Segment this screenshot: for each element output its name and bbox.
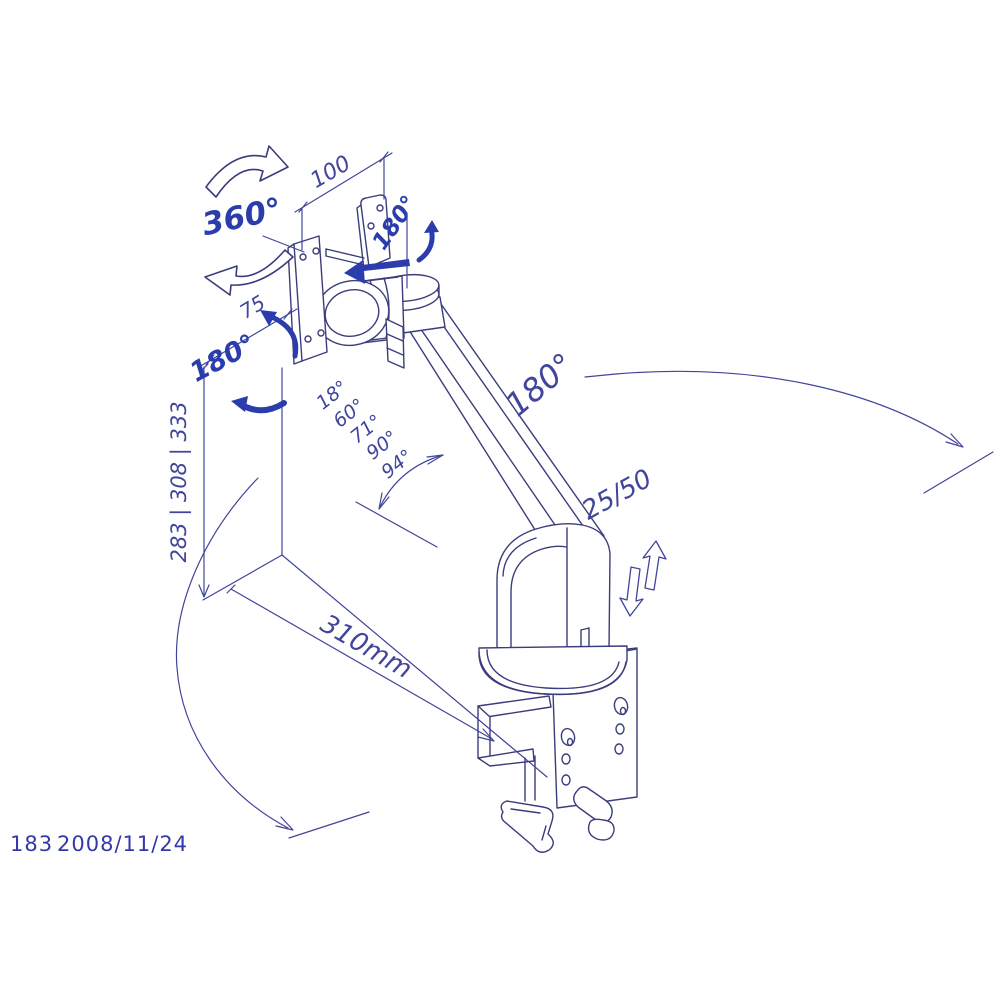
label-mount-heights: 283 | 308 | 333 xyxy=(167,401,192,562)
dim-arm-reach: 310mm xyxy=(226,584,495,742)
rotate-ccw-arrow-icon xyxy=(204,249,294,296)
up-arrow-icon xyxy=(642,540,667,591)
dim-arm-angles: 18° 60° 71° 90° 94° xyxy=(312,376,444,548)
tilt-joint-head xyxy=(314,273,446,369)
dim-height-adjust: 25/50 xyxy=(577,464,667,617)
label-head-rotation: 360° xyxy=(199,191,285,243)
swivel-arc-arrow-icon xyxy=(269,314,299,359)
dim-mount-height: 283 | 308 | 333 xyxy=(167,363,210,598)
label-base-swivel: 180° xyxy=(498,345,581,424)
label-head-swivel: 180° xyxy=(185,328,261,388)
post-cap xyxy=(496,522,611,676)
anno-head-tilt: 180° xyxy=(344,191,439,289)
doc-code: 183 xyxy=(10,832,53,856)
rotate-cw-arrow-icon xyxy=(205,145,289,198)
pan-arrow-icon xyxy=(344,259,410,284)
label-vesa-height: 75 xyxy=(235,290,269,324)
label-arm-reach: 310mm xyxy=(315,609,417,685)
vesa-plate xyxy=(287,235,328,365)
desk-clamp xyxy=(477,695,615,853)
anno-head-rotation: 360° xyxy=(199,145,305,296)
arm-link xyxy=(408,303,605,553)
label-height-adjust: 25/50 xyxy=(577,464,657,527)
mounting-bracket xyxy=(325,194,391,271)
clamp-wing-knob xyxy=(500,800,554,853)
doc-date: 2008/11/24 xyxy=(57,832,188,856)
reference-lines xyxy=(202,367,548,778)
clamp-foot-knob xyxy=(573,786,613,824)
title-block: 183 2008/11/24 xyxy=(10,832,188,856)
down-arrow-icon xyxy=(619,566,644,617)
anno-head-swivel: 180° xyxy=(185,310,299,414)
label-vesa-width: 100 xyxy=(306,151,355,194)
swivel-swoosh-arrow-icon xyxy=(237,400,287,414)
base-collar xyxy=(478,645,628,696)
